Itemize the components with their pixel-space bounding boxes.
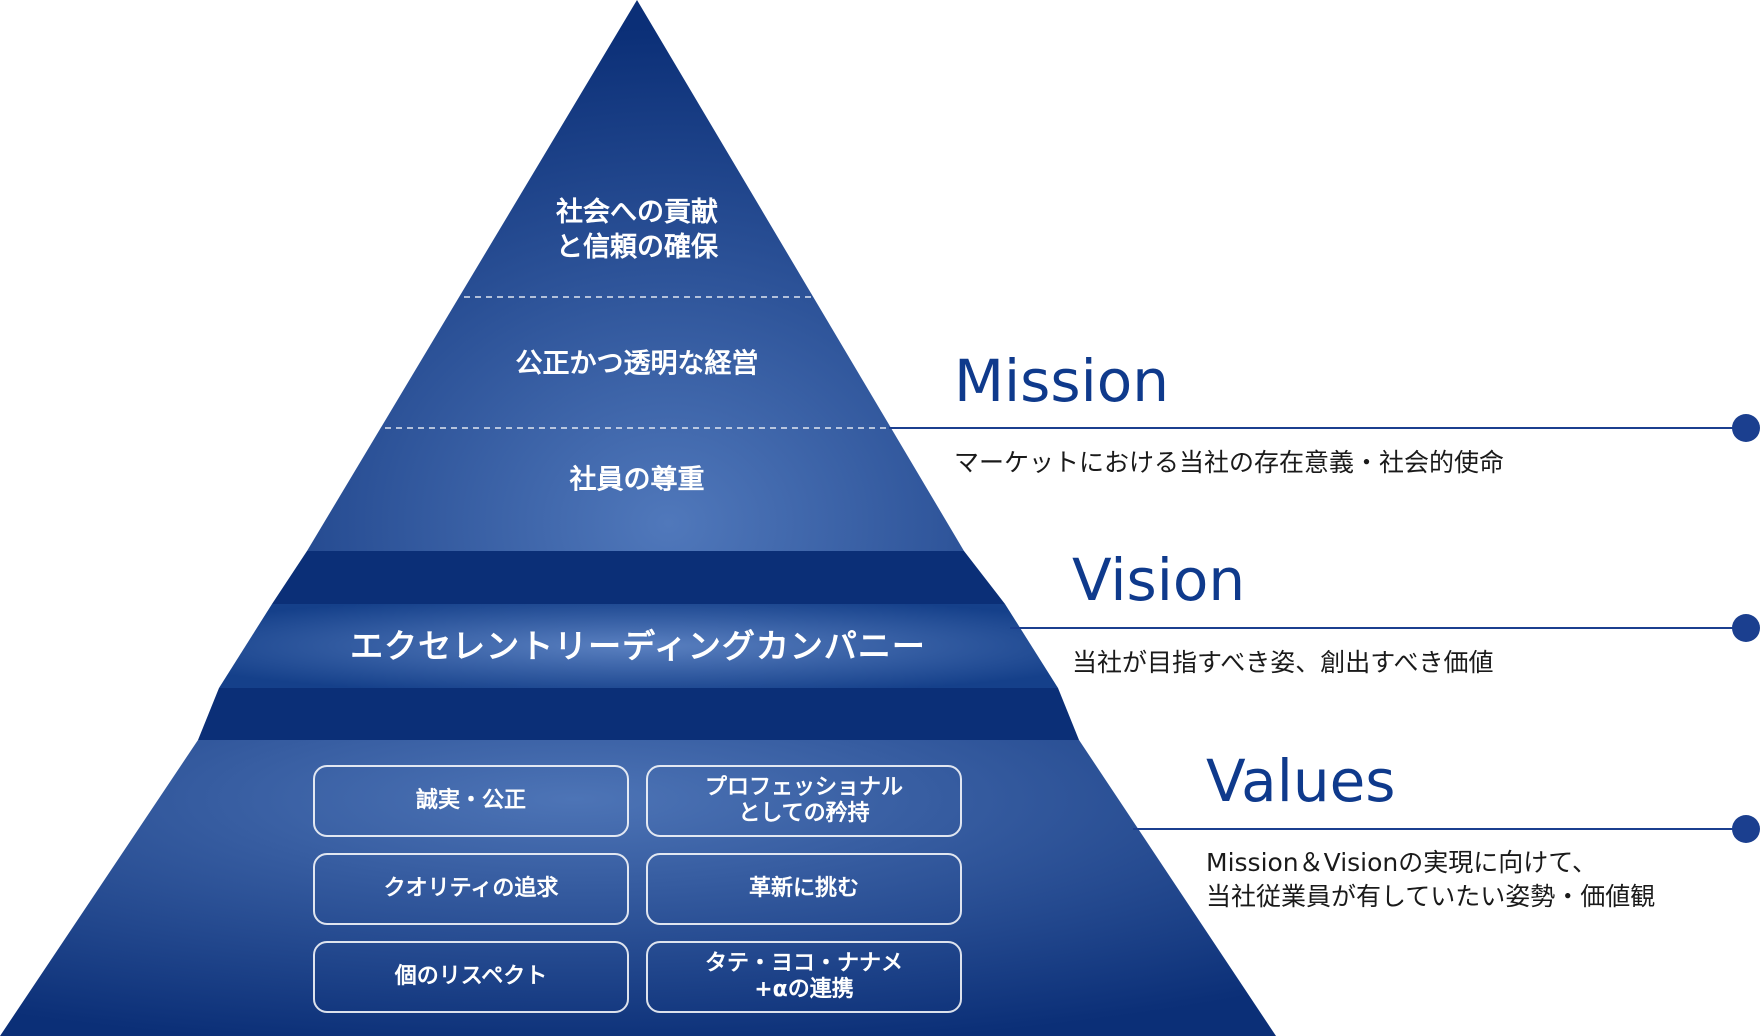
mission-tier-employees: 社員の尊重: [569, 464, 705, 496]
connector-lower: [198, 688, 1079, 740]
mission-triangle: [307, 0, 964, 551]
value-item-respect: 個のリスペクト: [313, 941, 629, 1013]
values-description: Mission＆Visionの実現に向けて、 当社従業員が有していたい姿勢・価値…: [1206, 848, 1656, 911]
values-trapezoid: [0, 740, 1276, 1036]
vision-band: [219, 604, 1058, 688]
value-item-collaboration: タテ・ヨコ・ナナメ +αの連携: [646, 941, 962, 1013]
vision-description: 当社が目指すべき姿、創出すべき価値: [1072, 648, 1494, 677]
connector-upper: [272, 551, 1005, 604]
mission-tier-management: 公正かつ透明な経営: [515, 348, 759, 380]
mission-leader-dot: [1732, 414, 1760, 442]
mission-description: マーケットにおける当社の存在意義・社会的使命: [954, 448, 1505, 477]
values-heading: Values: [1206, 747, 1396, 815]
value-item-integrity: 誠実・公正: [313, 765, 629, 837]
vision-leader-dot: [1732, 614, 1760, 642]
values-leader-dot: [1732, 815, 1760, 843]
vision-heading: Vision: [1072, 546, 1246, 614]
mission-tier-contribution: 社会への貢献 と信頼の確保: [556, 196, 718, 263]
value-item-quality: クオリティの追求: [313, 853, 629, 925]
value-item-professional-pride: プロフェッショナル としての矜持: [646, 765, 962, 837]
vision-statement: エクセレントリーディングカンパニー: [350, 626, 926, 666]
value-item-innovation: 革新に挑む: [646, 853, 962, 925]
mission-heading: Mission: [954, 347, 1169, 415]
